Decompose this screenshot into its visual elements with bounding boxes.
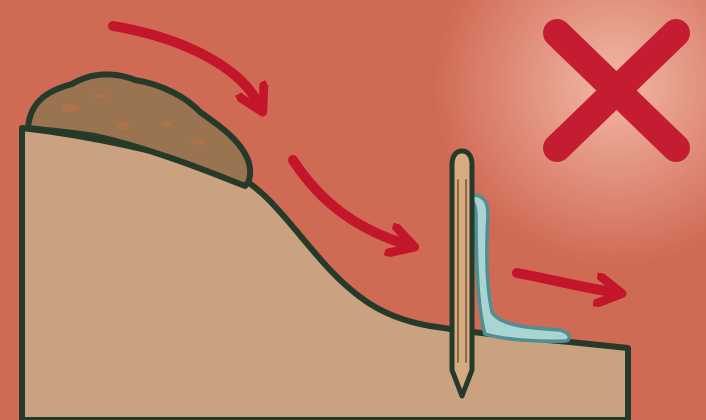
mound-spot <box>161 121 171 127</box>
mound-spot <box>191 139 205 145</box>
mound-spot <box>95 93 105 99</box>
mound-spot <box>61 104 79 112</box>
mound-spot <box>117 122 129 130</box>
wooden-stake <box>452 151 472 396</box>
